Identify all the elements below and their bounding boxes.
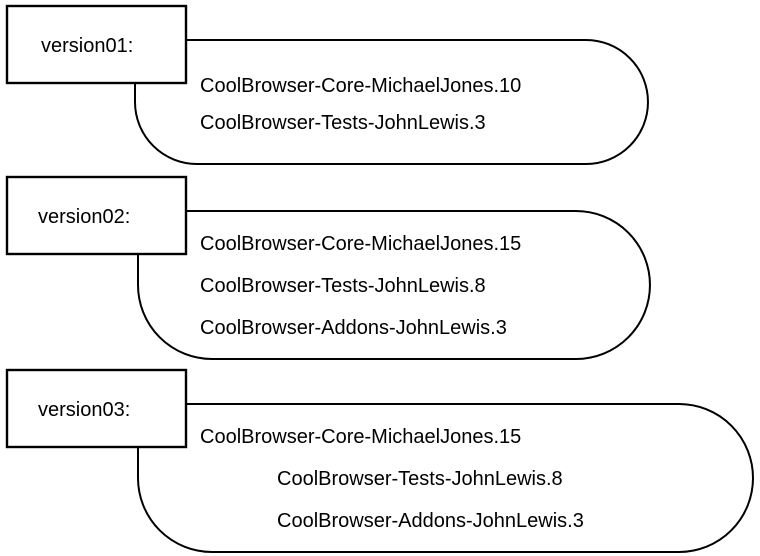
version-box-3-label: version03: — [38, 399, 130, 421]
group-2-member-2: CoolBrowser-Tests-JohnLewis.8 — [200, 275, 486, 297]
version-group-3[interactable]: version03: CoolBrowser-Core-MichaelJones… — [5, 368, 754, 553]
version-box-3[interactable] — [5, 368, 188, 449]
group-2-member-3: CoolBrowser-Addons-JohnLewis.3 — [200, 317, 507, 339]
version-box-1-label: version01: — [41, 35, 133, 57]
version-box-2[interactable] — [5, 175, 188, 256]
version-box-1[interactable] — [5, 4, 188, 85]
group-1-member-1: CoolBrowser-Core-MichaelJones.10 — [200, 75, 521, 97]
group-3-container-shape — [137, 403, 754, 553]
group-1-container-shape — [134, 39, 649, 165]
group-1-member-2: CoolBrowser-Tests-JohnLewis.3 — [200, 112, 486, 134]
version-group-1[interactable]: version01: CoolBrowser-Core-MichaelJones… — [5, 4, 649, 165]
group-2-member-1: CoolBrowser-Core-MichaelJones.15 — [200, 233, 521, 255]
group-2-container-shape — [137, 210, 651, 360]
group-3-member-3: CoolBrowser-Addons-JohnLewis.3 — [277, 510, 584, 532]
version-group-2[interactable]: version02: CoolBrowser-Core-MichaelJones… — [5, 175, 651, 360]
version-box-2-label: version02: — [38, 206, 130, 228]
group-3-member-2: CoolBrowser-Tests-JohnLewis.8 — [277, 468, 563, 490]
group-3-member-1: CoolBrowser-Core-MichaelJones.15 — [200, 426, 521, 448]
